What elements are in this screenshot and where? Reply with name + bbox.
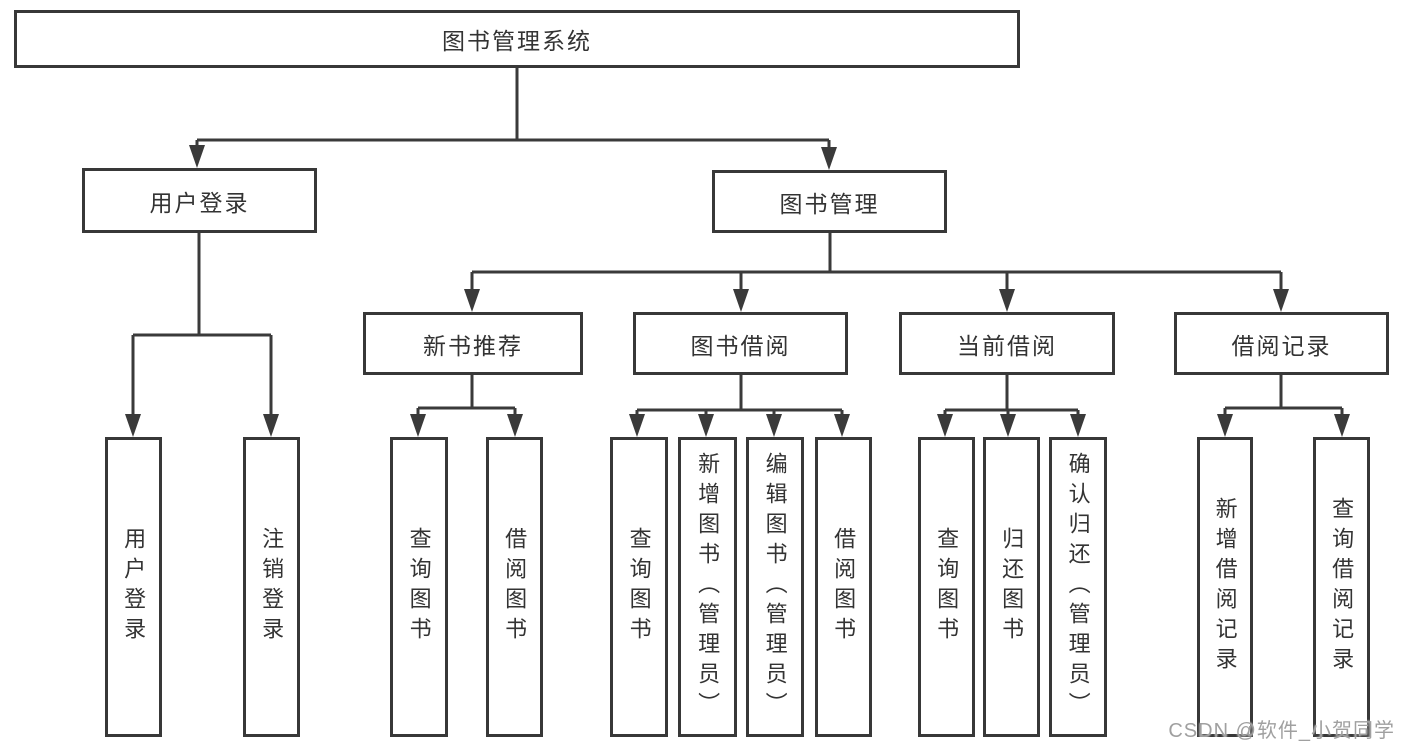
leaf-query-books-current: 查询图书 (918, 437, 975, 737)
node-label: 确认归还（管理员） (1065, 452, 1091, 722)
leaf-confirm-return-admin: 确认归还（管理员） (1049, 437, 1107, 737)
leaf-add-borrow-record: 新增借阅记录 (1197, 437, 1253, 737)
node-current-borrow: 当前借阅 (899, 312, 1115, 375)
node-book-management: 图书管理 (712, 170, 947, 233)
leaf-user-login: 用户登录 (105, 437, 162, 737)
node-label: 查询借阅记录 (1329, 497, 1355, 677)
node-label: 图书借阅 (690, 332, 791, 359)
leaf-return-books: 归还图书 (983, 437, 1040, 737)
leaf-query-books-borrow: 查询图书 (610, 437, 668, 737)
node-label: 新书推荐 (423, 332, 523, 359)
node-user-login: 用户登录 (82, 168, 317, 233)
node-label: 图书管理 (779, 190, 880, 217)
node-label: 注销登录 (259, 527, 285, 647)
node-label: 查询图书 (626, 527, 652, 647)
csdn-watermark: CSDN @软件_小贺同学 (1168, 720, 1395, 742)
node-label: 借阅记录 (1231, 332, 1332, 359)
node-label: 查询图书 (934, 527, 960, 647)
node-root: 图书管理系统 (14, 10, 1020, 68)
node-label: 用户登录 (121, 527, 147, 647)
node-label: 查询图书 (406, 527, 432, 647)
node-label: 新增图书（管理员） (695, 452, 721, 722)
leaf-add-book-admin: 新增图书（管理员） (678, 437, 737, 737)
leaf-edit-book-admin: 编辑图书（管理员） (746, 437, 804, 737)
node-borrow-records: 借阅记录 (1174, 312, 1389, 375)
node-book-borrow: 图书借阅 (633, 312, 848, 375)
node-label: 编辑图书（管理员） (762, 452, 788, 722)
leaf-logout: 注销登录 (243, 437, 300, 737)
node-label: 借阅图书 (831, 527, 857, 647)
node-label: 用户登录 (149, 189, 250, 216)
node-label: 归还图书 (999, 527, 1025, 647)
node-new-book-recommend: 新书推荐 (363, 312, 583, 375)
leaf-query-books-recommend: 查询图书 (390, 437, 448, 737)
leaf-borrow-books: 借阅图书 (815, 437, 872, 737)
node-label: 借阅图书 (502, 527, 528, 647)
leaf-borrow-books-recommend: 借阅图书 (486, 437, 543, 737)
leaf-query-borrow-record: 查询借阅记录 (1313, 437, 1370, 737)
node-label: 图书管理系统 (442, 28, 592, 54)
node-label: 新增借阅记录 (1212, 497, 1238, 677)
node-label: 当前借阅 (957, 332, 1057, 359)
